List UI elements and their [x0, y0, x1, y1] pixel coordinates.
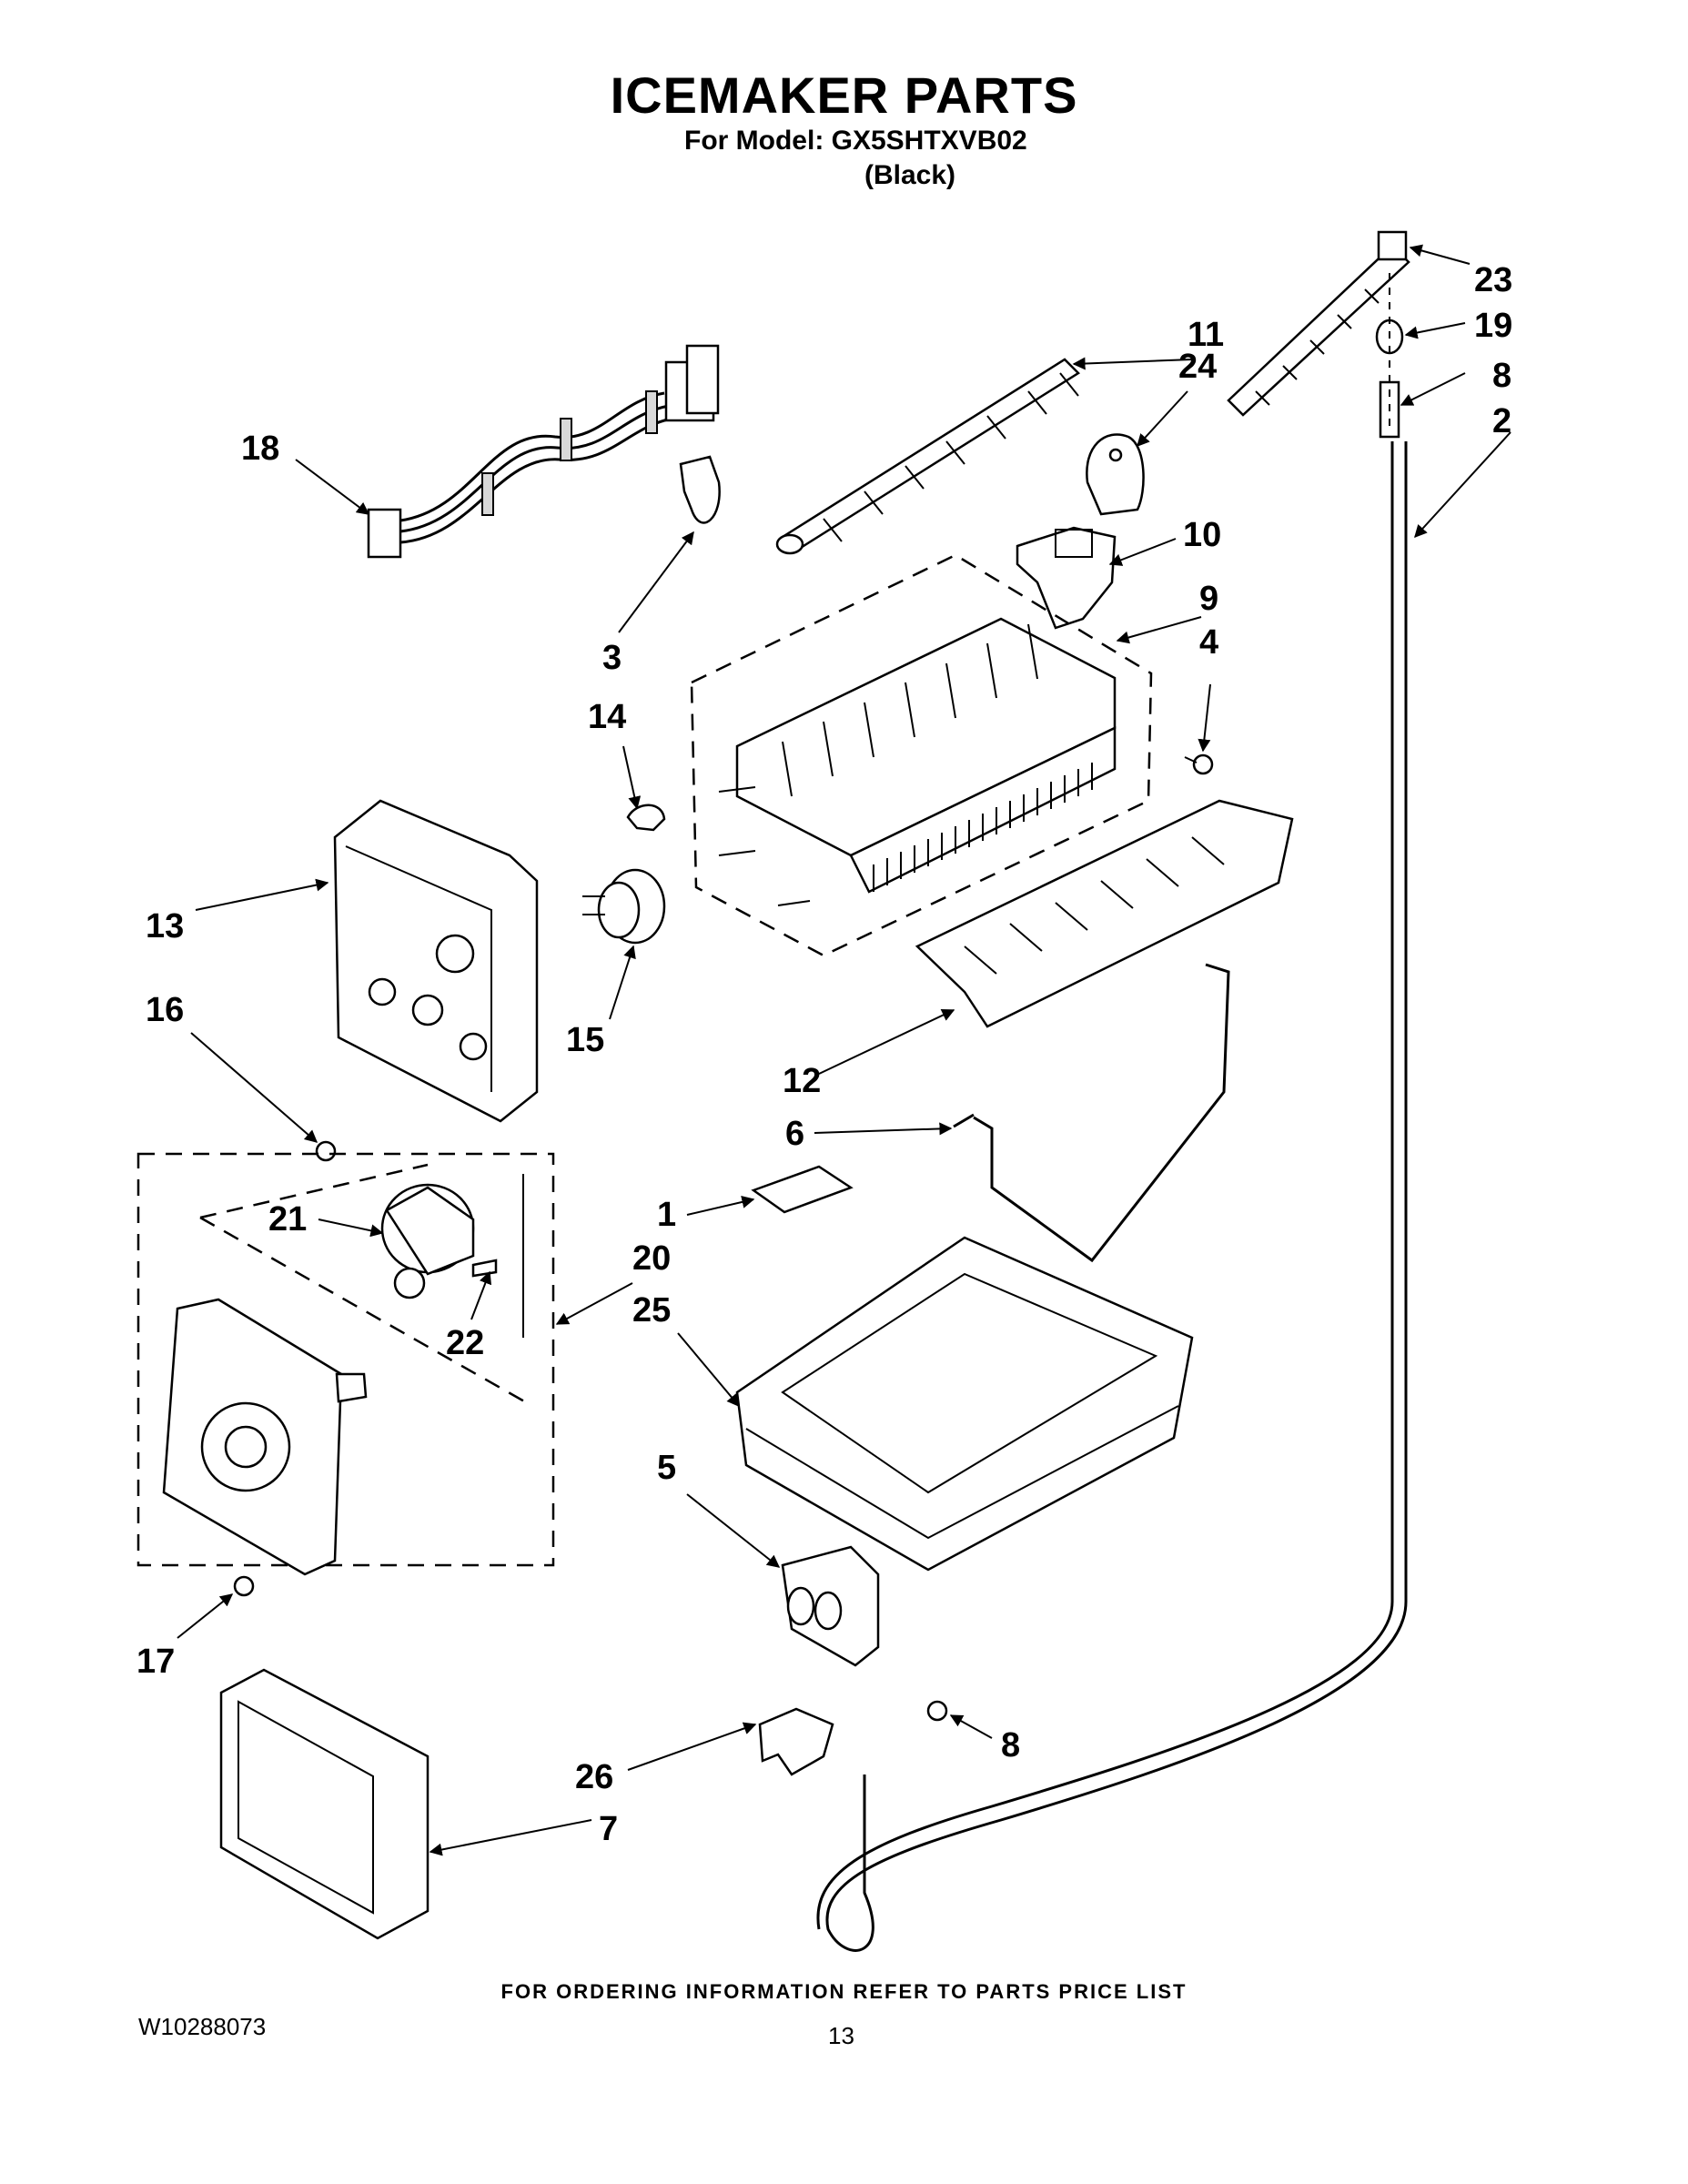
cover-part	[1086, 433, 1145, 516]
callout-26: 26	[575, 1758, 613, 1796]
callout-22: 22	[446, 1324, 484, 1362]
callout-8-upper: 8	[1492, 357, 1511, 395]
water-line-part	[816, 273, 1408, 1952]
page-title: ICEMAKER PARTS	[610, 66, 1078, 124]
callout-16: 16	[146, 991, 184, 1029]
color-variant: (Black)	[864, 160, 956, 190]
callout-11: 11	[1188, 316, 1224, 354]
callout-7: 7	[599, 1810, 618, 1848]
model-line: For Model: GX5SHTXVB02	[684, 126, 1027, 156]
callout-18: 18	[241, 430, 279, 468]
plate-part	[751, 1165, 854, 1214]
callout-10: 10	[1183, 516, 1221, 554]
screw-part-16	[315, 1140, 337, 1162]
callout-14: 14	[588, 698, 626, 736]
water-valve-part	[781, 1545, 880, 1667]
callout-21: 21	[268, 1200, 307, 1239]
cover-pad-part	[219, 1668, 430, 1940]
motor-assembly-part	[136, 1152, 555, 1567]
screw-part-17	[233, 1575, 255, 1597]
ordering-note: FOR ORDERING INFORMATION REFER TO PARTS …	[500, 1980, 1188, 2003]
ice-mold-part	[690, 553, 1153, 957]
callout-24: 24	[1178, 348, 1217, 386]
spring-clip-part	[626, 804, 666, 832]
callout-numbers: 18 3 11 24 10 9 4 14 13 15 16 12 6 1 21 …	[136, 261, 1512, 1848]
leader-lines	[177, 244, 1511, 1856]
screw-part-4	[1184, 753, 1214, 775]
ice-bin-part	[735, 1236, 1194, 1572]
callout-19: 19	[1474, 307, 1512, 345]
callout-4: 4	[1199, 623, 1218, 662]
callout-2: 2	[1492, 402, 1511, 440]
callout-20: 20	[632, 1239, 671, 1278]
ice-stripper-part	[915, 799, 1294, 1028]
wire-harness-part	[367, 344, 720, 559]
shutoff-arm-part	[953, 963, 1230, 1263]
ejector-shaft-part	[775, 358, 1080, 555]
document-number: W10288073	[138, 2013, 267, 2040]
callout-1: 1	[657, 1196, 676, 1234]
thermostat-part	[582, 868, 666, 945]
callout-12: 12	[783, 1062, 821, 1100]
bracket-part	[1016, 526, 1117, 630]
callout-8-lower: 8	[1001, 1726, 1020, 1764]
callout-5: 5	[657, 1449, 676, 1487]
fill-tube-part	[1227, 230, 1410, 417]
callout-17: 17	[136, 1643, 175, 1681]
callout-13: 13	[146, 907, 184, 945]
front-cover-part	[162, 1298, 368, 1576]
callout-15: 15	[566, 1021, 604, 1059]
page-number: 13	[828, 2022, 854, 2049]
callout-9: 9	[1199, 580, 1218, 618]
screw-part-8-lower	[926, 1700, 948, 1722]
clip-part	[679, 455, 721, 524]
valve-bracket-part	[758, 1707, 834, 1776]
callout-6: 6	[785, 1115, 804, 1153]
control-housing-part	[333, 799, 539, 1123]
callout-23: 23	[1474, 261, 1512, 299]
callout-25: 25	[632, 1291, 671, 1330]
callout-3: 3	[602, 639, 622, 677]
